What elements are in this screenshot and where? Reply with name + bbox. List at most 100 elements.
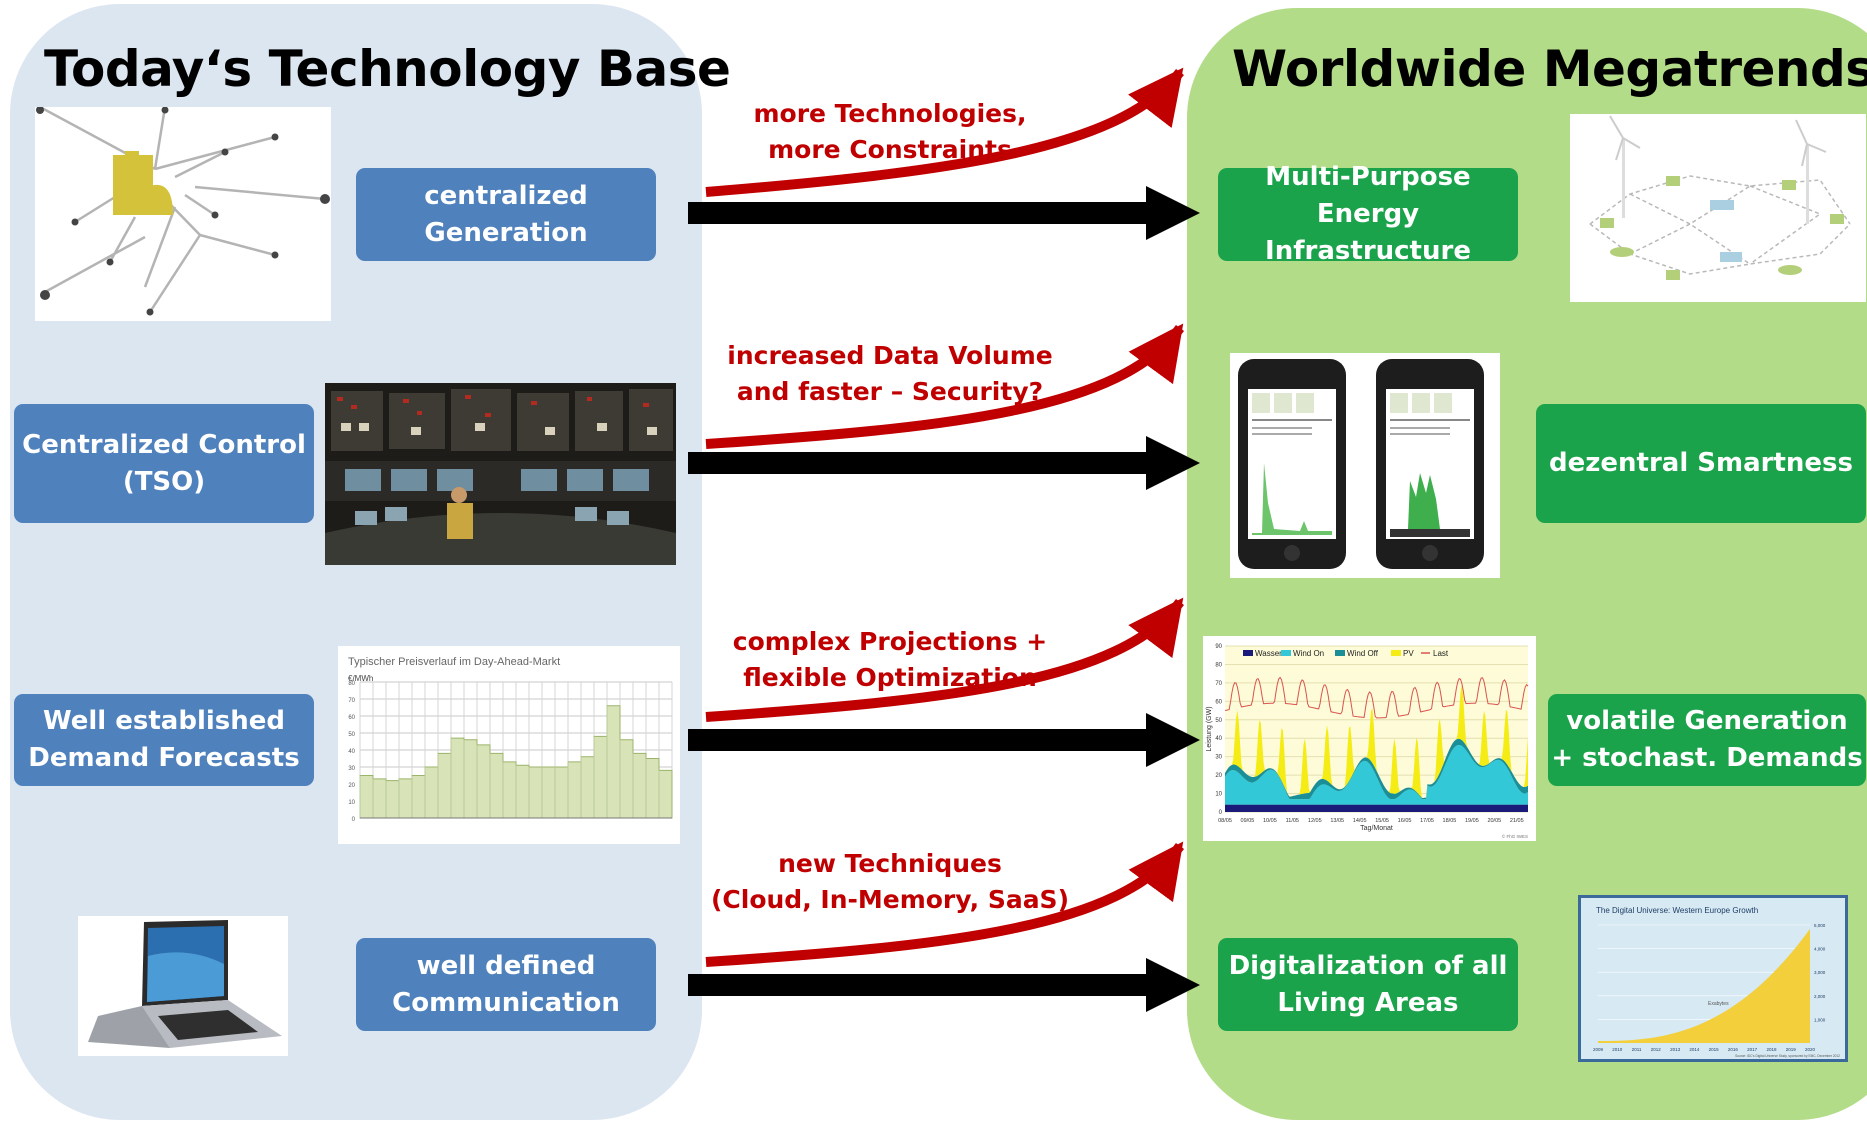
red-arrow-2 [705, 323, 1185, 449]
digital-y-tick: 5,000 [1814, 923, 1826, 928]
phone-right [1376, 359, 1484, 569]
digital-x-tick: 2012 [1651, 1047, 1662, 1052]
red-arrow-1 [705, 67, 1184, 197]
price-chart-image: Typischer Preisverlauf im Day-Ahead-Mark… [338, 646, 680, 844]
digital-x-tick: 2014 [1689, 1047, 1700, 1052]
digital-x-tick: 2020 [1805, 1047, 1816, 1052]
volatile-generation-box: volatile Generation + stochast. Demands [1548, 694, 1866, 786]
price-y-tick: 50 [348, 732, 355, 738]
digital-universe-svg: The Digital Universe: Western Europe Gro… [1578, 895, 1848, 1062]
arrow-label-4: new Techniques (Cloud, In-Memory, SaaS) [710, 849, 1069, 914]
laptop-icon [88, 920, 282, 1048]
digital-x-tick: 2016 [1728, 1047, 1739, 1052]
centralized-network-image [35, 107, 331, 321]
energy-y-tick: 40 [1215, 736, 1222, 742]
price-y-tick: 40 [348, 749, 355, 755]
energy-y-tick: 20 [1215, 773, 1222, 779]
energy-x-tick: 14/05 [1353, 818, 1367, 824]
energy-y-tick: 60 [1215, 699, 1222, 705]
energy-credit: © FhG IWES [1502, 833, 1528, 839]
right-panel-title: Worldwide Megatrends [1232, 40, 1867, 98]
energy-x-tick: 18/05 [1443, 818, 1457, 824]
energy-x-tick: 13/05 [1330, 818, 1344, 824]
price-y-tick: 10 [348, 800, 355, 806]
energy-legend-label: Wasser [1255, 649, 1282, 658]
demand-forecasts-box: Well established Demand Forecasts [14, 694, 314, 786]
energy-x-label: Tag/Monat [1360, 825, 1393, 832]
energy-x-tick: 11/05 [1286, 818, 1299, 824]
dezentral-smartness-box: dezentral Smartness [1536, 404, 1866, 523]
digital-x-tick: 2011 [1632, 1047, 1642, 1052]
energy-mix-chart-image: 90 80 70 60 50 40 30 20 10 0 Wasser Wind On Wind Off… [1203, 636, 1536, 841]
energy-x-tick: 17/05 [1420, 818, 1434, 824]
wind-turbine-right [1795, 119, 1827, 224]
digital-x-tick: 2017 [1747, 1047, 1758, 1052]
energy-legend-label: PV [1403, 649, 1414, 658]
price-y-tick: 70 [348, 698, 355, 704]
arrow-label-2: increased Data Volume and faster – Secur… [727, 341, 1053, 406]
centralized-control-box: Centralized Control (TSO) [14, 404, 314, 523]
black-arrow-4 [688, 958, 1200, 1012]
left-panel-title: Today‘s Technology Base [44, 40, 731, 98]
energy-x-tick: 20/05 [1487, 818, 1501, 824]
energy-y-tick: 30 [1215, 755, 1222, 761]
energy-legend-item: Wind On [1281, 649, 1324, 658]
digital-y-tick: 2,000 [1814, 994, 1826, 999]
red-arrow-4 [705, 841, 1185, 967]
energy-x-tick: 09/05 [1241, 818, 1255, 824]
energy-legend-label: Wind Off [1347, 649, 1379, 658]
energy-y-label: Leistung (GW) [1206, 706, 1213, 751]
energy-y-tick: 90 [1215, 644, 1222, 650]
digital-y-tick: 3,000 [1814, 970, 1826, 975]
arrow-label-3: complex Projections + flexible Optimizat… [732, 627, 1048, 692]
energy-x-tick: 16/05 [1398, 818, 1412, 824]
digital-x-tick: 2013 [1670, 1047, 1681, 1052]
energy-y-tick: 80 [1215, 662, 1222, 668]
energy-legend-label: Last [1433, 649, 1449, 658]
energy-x-tick: 19/05 [1465, 818, 1479, 824]
communication-box: well defined Communication [356, 938, 656, 1031]
laptop-image [78, 916, 288, 1056]
wind-farm-image [1570, 114, 1866, 302]
digital-x-tick: 2019 [1786, 1047, 1797, 1052]
energy-series-wasser [1225, 804, 1528, 812]
black-arrow-3 [688, 713, 1200, 767]
energy-y-tick: 70 [1215, 681, 1222, 687]
centralized-generation-box: centralized Generation [356, 168, 656, 261]
digital-universe-chart-image: The Digital Universe: Western Europe Gro… [1578, 895, 1848, 1062]
digital-series-label: Exabytes [1708, 1001, 1729, 1007]
black-arrow-1 [688, 186, 1200, 240]
digital-x-tick: 2010 [1612, 1047, 1623, 1052]
energy-chart-svg: 90 80 70 60 50 40 30 20 10 0 Wasser Wind On Wind Off… [1203, 636, 1536, 841]
energy-legend-label: Wind On [1293, 649, 1324, 658]
energy-legend-item: Wasser [1243, 649, 1282, 658]
digitalization-box: Digitalization of all Living Areas [1218, 938, 1518, 1031]
digital-y-tick: 1,000 [1814, 1017, 1826, 1022]
multi-purpose-infrastructure-box: Multi-Purpose Energy Infrastructure [1218, 162, 1518, 266]
energy-y-tick: 0 [1219, 810, 1223, 816]
wind-turbine-left [1609, 115, 1641, 218]
price-y-tick: 20 [348, 783, 355, 789]
arrow-label-1: more Technologies, more Constraints [753, 99, 1027, 164]
energy-x-tick: 12/05 [1308, 818, 1322, 824]
energy-y-tick: 10 [1215, 792, 1222, 798]
price-y-tick: 0 [352, 817, 356, 823]
energy-legend-item: PV [1391, 649, 1414, 658]
control-room-image [325, 383, 676, 565]
price-chart-unit: €/MWh [348, 674, 374, 683]
price-y-tick: 80 [348, 681, 355, 687]
price-chart-title: Typischer Preisverlauf im Day-Ahead-Mark… [348, 656, 561, 668]
energy-y-tick: 50 [1215, 718, 1222, 724]
phone-left [1238, 359, 1346, 569]
digital-y-tick: 4,000 [1814, 947, 1826, 952]
digital-area [1598, 928, 1810, 1043]
energy-series-wind-on [1225, 744, 1528, 805]
energy-legend-item: Wind Off [1335, 649, 1379, 658]
price-y-tick: 30 [348, 766, 355, 772]
digital-source: Source: IDC's Digital Universe Study, sp… [1735, 1054, 1840, 1058]
power-plant-icon [113, 151, 173, 215]
energy-x-tick: 15/05 [1375, 818, 1389, 824]
energy-x-tick: 10/05 [1263, 818, 1277, 824]
